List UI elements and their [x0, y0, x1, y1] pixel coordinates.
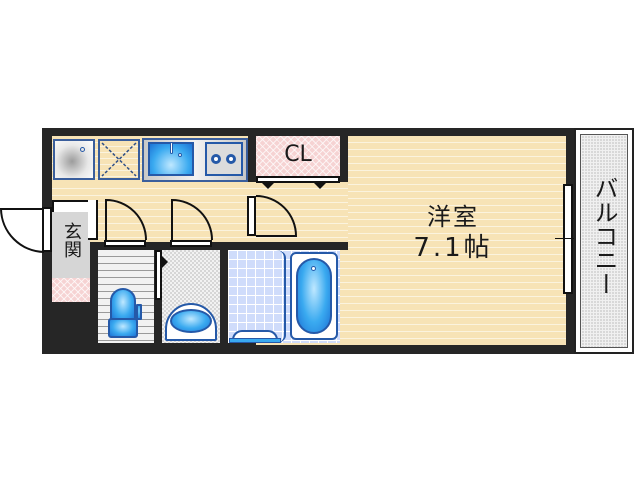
room-name: 洋室: [427, 203, 479, 231]
drain-icon: [311, 266, 316, 271]
drain-icon: [80, 147, 85, 152]
western-room-lower-left-floor: [248, 182, 348, 242]
refrigerator-space: [98, 139, 140, 180]
washroom-door-swing-icon[interactable]: [170, 198, 214, 242]
room-label: 洋室 7.1帖: [398, 205, 508, 261]
faucet-icon: [170, 142, 173, 154]
burner-left-icon: [211, 154, 221, 164]
balcony: [574, 128, 634, 354]
closet: [256, 136, 340, 176]
entrance-label: 玄関: [61, 222, 82, 258]
washroom-door-frame: [170, 240, 212, 247]
gas-stove: [205, 142, 243, 176]
bathroom-divider-curve: [276, 250, 286, 343]
drain-icon: [178, 153, 182, 157]
partition-wall: [220, 250, 228, 344]
balcony-floor: [580, 134, 628, 348]
toilet-tank: [108, 318, 138, 338]
bath-sink-base: [229, 338, 281, 343]
toilet: [110, 288, 136, 322]
front-door-frame: [42, 207, 52, 252]
room-door-swing-icon[interactable]: [254, 194, 300, 238]
toilet-side: [136, 304, 142, 320]
closet-door-mark-right: [314, 183, 326, 189]
toilet-door-swing-icon[interactable]: [104, 198, 148, 242]
kitchen-sink: [148, 142, 194, 176]
balcony-label: バルコニー: [590, 176, 618, 296]
front-door-swing-icon[interactable]: [0, 206, 46, 254]
interior-wall: [90, 242, 348, 250]
washbasin-bowl: [170, 309, 212, 333]
window-marker-horizontal: [555, 238, 583, 239]
toilet-door-frame: [104, 240, 146, 247]
closet-label: CL: [284, 142, 312, 167]
entrance-mat: [52, 278, 90, 302]
x-mark-icon: [101, 142, 137, 177]
closet-divider-wall: [340, 136, 348, 182]
room-door-frame: [247, 196, 256, 236]
entrance-step-side: [88, 200, 98, 240]
room-size: 7.1帖: [413, 233, 493, 263]
sliding-door: [155, 250, 162, 300]
bathtub-basin: [296, 258, 332, 334]
closet-door-mark-left: [262, 183, 274, 189]
burner-right-icon: [226, 154, 236, 164]
bath-sink: [232, 330, 278, 340]
sliding-door-mark: [162, 256, 168, 268]
washing-machine-space: [53, 139, 95, 180]
balcony-window[interactable]: [563, 184, 573, 294]
closet-door: [256, 176, 340, 183]
